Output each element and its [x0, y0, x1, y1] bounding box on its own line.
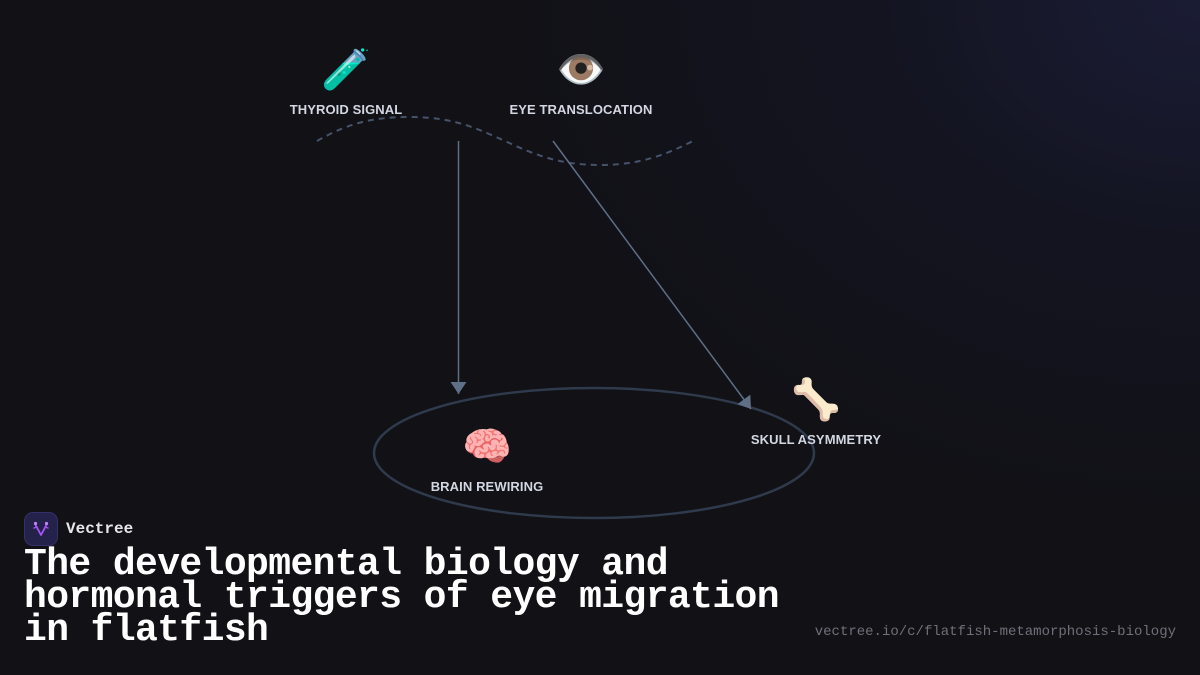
bone-icon: 🦴 — [791, 377, 841, 423]
eye-icon: 👁️ — [556, 47, 606, 93]
test-tube-icon: 🧪 — [321, 47, 371, 93]
vectree-logo-icon — [24, 512, 58, 546]
brand-name: Vectree — [66, 520, 134, 538]
brain-icon: 🧠 — [462, 424, 512, 470]
node-label: EYE TRANSLOCATION — [509, 102, 653, 117]
node-brain-rewiring[interactable]: 🧠 BRAIN REWIRING — [431, 423, 544, 494]
node-label: SKULL ASYMMETRY — [750, 432, 882, 447]
brand[interactable]: Vectree — [24, 512, 133, 546]
node-skull-asymmetry[interactable]: 🦴 SKULL ASYMMETRY — [751, 376, 881, 447]
edge-eye-to-skull — [552, 140, 752, 410]
page-url[interactable]: vectree.io/c/flatfish-metamorphosis-biol… — [814, 624, 1176, 640]
group-ellipse — [372, 386, 816, 520]
dashed-wave-edge — [316, 115, 694, 167]
node-label: BRAIN REWIRING — [430, 479, 544, 494]
node-thyroid-signal[interactable]: 🧪 THYROID SIGNAL — [290, 46, 403, 117]
node-eye-translocation[interactable]: 👁️ EYE TRANSLOCATION — [509, 46, 652, 117]
node-label: THYROID SIGNAL — [289, 102, 403, 117]
page-title: The developmental biology and hormonal t… — [24, 543, 780, 652]
